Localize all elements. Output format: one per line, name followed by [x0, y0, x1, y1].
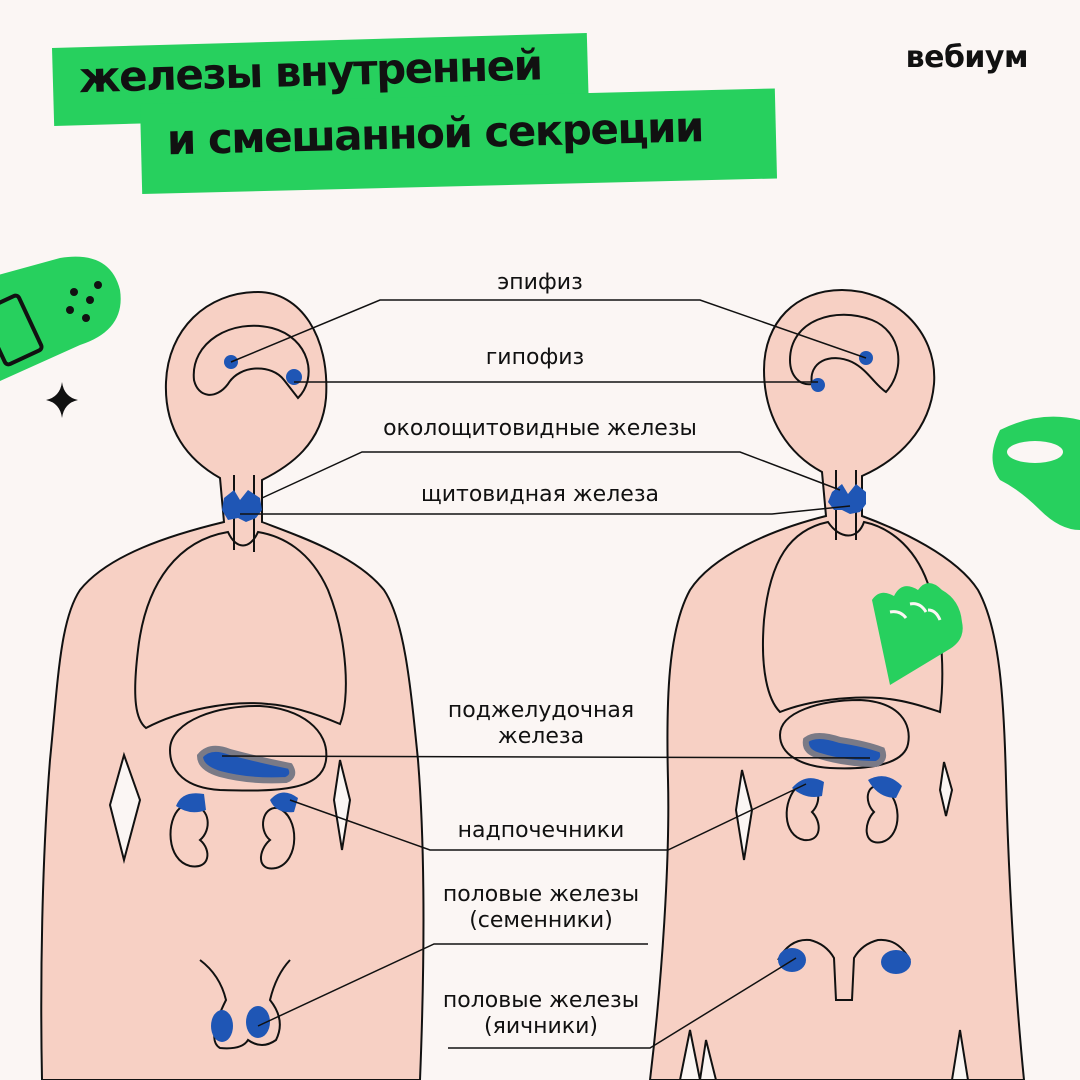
ovary-right: [881, 950, 911, 974]
leader-parathyroid: [261, 451, 841, 499]
testis-left: [211, 1010, 233, 1042]
label-adrenal: надпочечники: [457, 818, 625, 843]
label-pancreas-line1: поджелудочная: [447, 698, 635, 723]
label-thyroid: щитовидная железа: [421, 482, 659, 507]
label-pancreas-line2: железа: [497, 724, 585, 749]
label-testes-line2: (семенники): [469, 908, 613, 933]
leader-pancreas: [221, 755, 871, 759]
adrenal-right-1: [792, 778, 824, 797]
bandage-icon: [0, 256, 121, 381]
adrenal-left-2: [270, 792, 298, 813]
leader-adrenal: [289, 783, 807, 851]
pituitary-gland-left: [286, 369, 302, 385]
label-parathyroid: околощитовидные железы: [383, 416, 697, 441]
label-ovaries-line2: (яичники): [484, 1014, 598, 1039]
male-body-figure: [40, 290, 425, 1080]
pituitary-gland-right: [811, 378, 825, 392]
label-testes: половые железы (семенники): [443, 882, 639, 934]
leader-pineal: [230, 299, 867, 363]
adrenal-left: [176, 793, 206, 813]
label-testes-line1: половые железы: [442, 882, 640, 907]
thyroid-gland-right: [828, 484, 866, 514]
adrenal-right-2: [868, 776, 902, 798]
label-pancreas: поджелудочная железа: [448, 698, 634, 750]
scallop-shape-icon: [872, 583, 963, 685]
leader-testes: [257, 943, 648, 1027]
leader-thyroid: [240, 505, 851, 515]
gland-markers: [176, 351, 911, 1042]
female-body-figure: [648, 288, 1026, 1080]
pancreas-right: [802, 733, 887, 768]
testis-right: [246, 1006, 270, 1038]
label-ovaries-line1: половые железы: [442, 988, 640, 1013]
label-pineal: эпифиз: [497, 270, 583, 295]
label-ovaries: половые железы (яичники): [443, 988, 639, 1040]
brand-logo: вебиум: [905, 40, 1029, 75]
leader-ovaries: [448, 957, 797, 1049]
sparkle-icon: [46, 382, 78, 418]
pacifier-icon: [992, 416, 1080, 530]
leader-lines: [221, 299, 871, 1049]
label-pituitary: гипофиз: [485, 345, 585, 370]
